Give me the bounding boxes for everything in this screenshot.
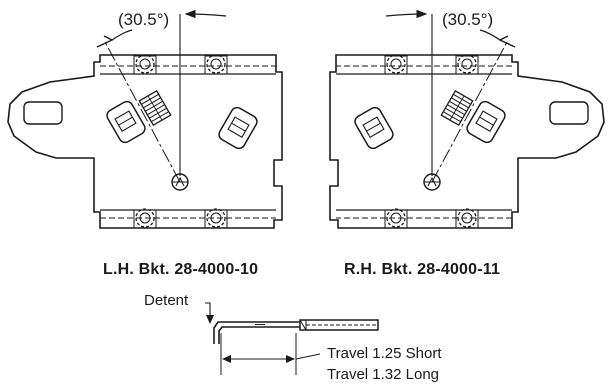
detent-detail-drawing: [205, 302, 379, 375]
travel-short-label: Travel 1.25 Short: [327, 345, 442, 362]
rh-bracket-drawing: [330, 14, 604, 228]
rh-angle-label: (30.5°): [442, 10, 494, 29]
detent-label: Detent: [144, 292, 189, 309]
lh-bracket-caption: L.H. Bkt. 28-4000-10: [103, 261, 259, 278]
rh-bracket-caption: R.H. Bkt. 28-4000-11: [344, 261, 501, 278]
travel-long-label: Travel 1.32 Long: [327, 366, 440, 383]
lh-angle-label: (30.5°): [118, 10, 170, 29]
lh-bracket-drawing: [8, 14, 282, 228]
